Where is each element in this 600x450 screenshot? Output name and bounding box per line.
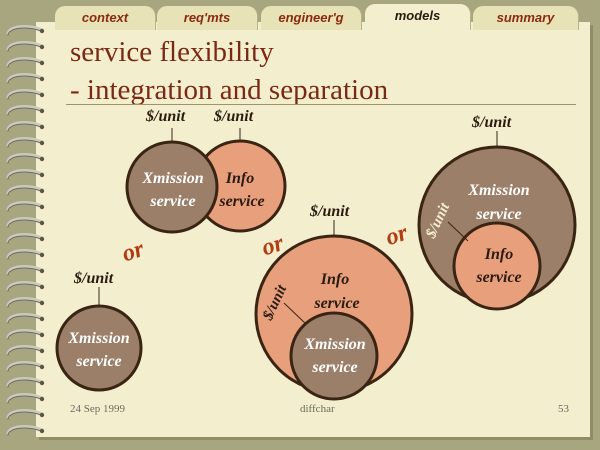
service-label: service (475, 269, 521, 286)
tab-reqmts[interactable]: req'mts (157, 6, 257, 30)
binding-ring (6, 313, 45, 324)
xmission-service-circle (55, 304, 143, 392)
title-line-1: service flexibility (70, 36, 274, 68)
binding-ring (6, 377, 45, 388)
binding-ring (6, 153, 45, 164)
diagram-info-contains-xmission: $/unit Info service Xmission service $/u… (254, 203, 414, 401)
footer-page-number: 53 (558, 403, 569, 415)
binding-ring (6, 185, 45, 196)
binding-ring (6, 41, 45, 52)
binding-ring (6, 345, 45, 356)
xmission-label: Xmission (141, 170, 203, 187)
binding-ring (6, 25, 45, 36)
binding-ring (6, 73, 45, 84)
price-label: $/unit (309, 203, 350, 220)
tab-engineering[interactable]: engineer'g (261, 6, 361, 30)
info-label: Info (225, 170, 254, 187)
service-label: service (75, 353, 121, 370)
info-label: Info (484, 246, 513, 263)
binding-ring (6, 89, 45, 100)
tab-models[interactable]: models (365, 4, 470, 30)
price-label: $/unit (145, 108, 186, 125)
binding-ring (6, 57, 45, 68)
binding-ring (6, 217, 45, 228)
footer-date: 24 Sep 1999 (70, 403, 125, 415)
binding-ring (6, 201, 45, 212)
tab-bar: context req'mts engineer'g models summar… (55, 4, 595, 30)
xmission-service-circle (289, 311, 379, 401)
connector-line (283, 302, 307, 325)
binding-ring (6, 169, 45, 180)
binding-ring (6, 281, 45, 292)
service-label: service (311, 359, 357, 376)
title-rule (66, 104, 576, 105)
price-label: $/unit (213, 108, 254, 125)
xmission-service-circle (125, 140, 219, 234)
service-label: service (475, 206, 521, 223)
slide-title: service flexibility - integration and se… (70, 33, 388, 109)
connector-line (447, 221, 469, 242)
binding-ring (6, 393, 45, 404)
service-label: service (218, 193, 264, 210)
binding-ring (6, 265, 45, 276)
footer-center: diffchar (300, 403, 335, 415)
info-label: Info (320, 271, 349, 288)
tab-context[interactable]: context (55, 6, 155, 30)
binding-ring (6, 105, 45, 116)
xmission-label: Xmission (303, 336, 365, 353)
xmission-label: Xmission (467, 182, 529, 199)
binding-ring (6, 329, 45, 340)
or-label: or (119, 236, 148, 268)
binding-ring (6, 137, 45, 148)
title-line-2: - integration and separation (70, 74, 389, 106)
diagram-xmission-contains-info: $/unit Xmission service Info service $/u… (417, 114, 577, 311)
binding-ring (6, 297, 45, 308)
info-service-circle (452, 221, 542, 311)
binding-ring (6, 233, 45, 244)
binding-ring (6, 425, 45, 436)
binding-ring (6, 361, 45, 372)
binding-ring (6, 121, 45, 132)
binding-ring (6, 409, 45, 420)
xmission-label: Xmission (67, 330, 129, 347)
binding-ring (6, 249, 45, 260)
price-label: $/unit (73, 270, 114, 287)
or-label: or (383, 220, 412, 252)
price-label: $/unit (471, 114, 512, 131)
service-label: service (313, 295, 359, 312)
diagram-overlapping: $/unit $/unit Xmission service Info serv… (125, 108, 287, 234)
service-label: service (149, 193, 195, 210)
diagram-separate: $/unit Xmission service (55, 270, 143, 392)
tab-summary[interactable]: summary (473, 6, 578, 30)
